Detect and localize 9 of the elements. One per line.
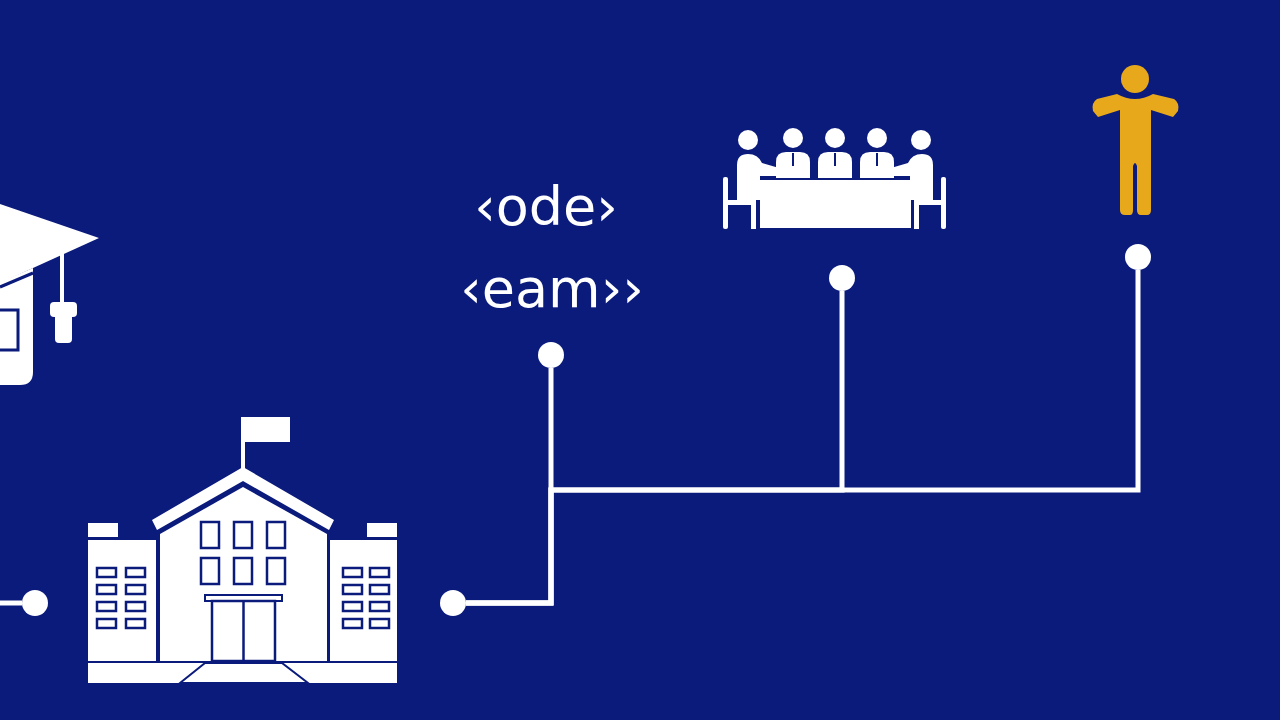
connector-dot <box>538 342 564 368</box>
connector-dot <box>1125 244 1151 270</box>
connector-dot <box>829 265 855 291</box>
connector-line <box>466 270 1141 606</box>
connector-dot <box>440 590 466 616</box>
tag-text: ‹eam›› <box>460 258 644 320</box>
tag-text: ‹ode› <box>474 176 618 238</box>
connector-line <box>0 600 22 606</box>
connector-dot <box>22 590 48 616</box>
